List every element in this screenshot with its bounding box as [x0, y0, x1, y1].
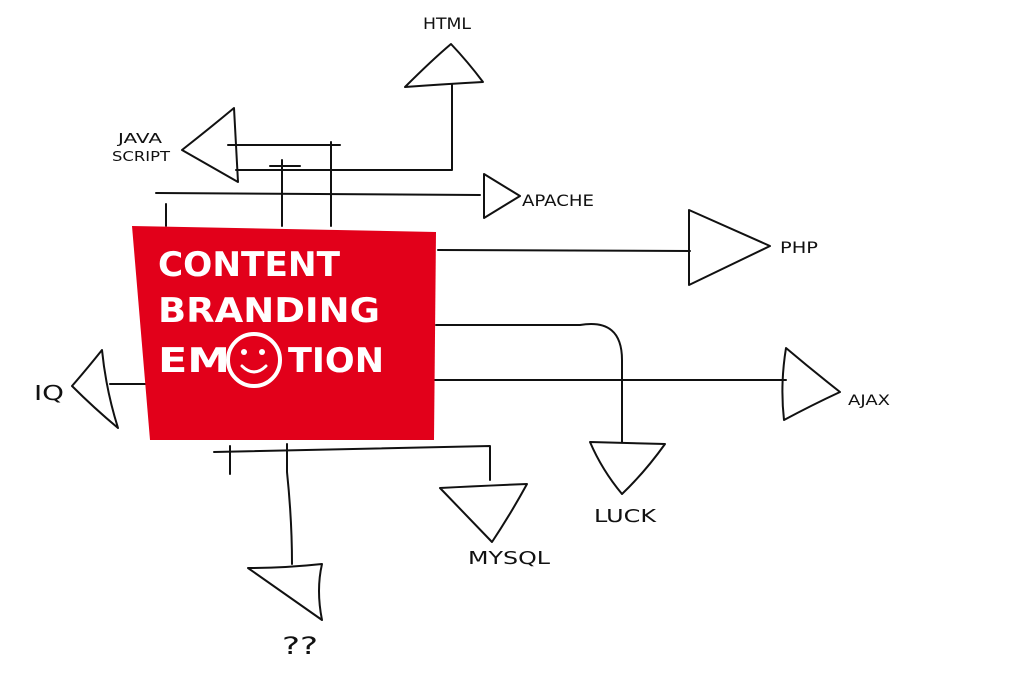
node-labels: HTML JAVA SCRIPT APACHE PHP AJAX IQ LUCK…	[34, 14, 891, 660]
center-box: CONTENT BRANDING EM TION	[132, 226, 436, 440]
unknown-connector	[286, 443, 293, 565]
html-funnel-icon	[404, 43, 484, 88]
mysql-funnel-icon	[439, 483, 528, 543]
iq-funnel-icon	[71, 349, 119, 429]
mysql-connector	[213, 445, 491, 481]
unknown-funnel-icon	[247, 563, 323, 621]
label-ajax: AJAX	[848, 393, 891, 409]
label-html: HTML	[423, 14, 471, 33]
label-iq: IQ	[34, 381, 64, 405]
html-connector	[235, 83, 453, 171]
center-box-background	[132, 226, 436, 440]
php-connector	[437, 249, 691, 252]
funnel-shapes	[71, 43, 841, 621]
apache-funnel-icon	[483, 173, 521, 219]
label-php: PHP	[780, 238, 818, 257]
center-line-tion: TION	[288, 341, 384, 381]
apache-connector	[155, 192, 481, 196]
label-apache: APACHE	[522, 191, 594, 210]
ajax-funnel-icon	[781, 347, 841, 421]
label-unknown: ??	[282, 632, 318, 660]
label-script: SCRIPT	[112, 150, 170, 165]
luck-connector	[435, 323, 623, 443]
java-script-funnel-icon	[181, 107, 239, 183]
label-java: JAVA	[116, 132, 162, 147]
label-luck: LUCK	[594, 506, 658, 527]
center-line-branding: BRANDING	[158, 291, 380, 331]
luck-funnel-icon	[589, 441, 666, 495]
connector-lines	[109, 83, 787, 565]
label-mysql: MYSQL	[468, 548, 550, 569]
smiley-face-icon	[226, 332, 282, 388]
php-funnel-icon	[688, 209, 771, 286]
center-line-em: EM	[158, 341, 230, 381]
center-line-content: CONTENT	[158, 245, 341, 285]
